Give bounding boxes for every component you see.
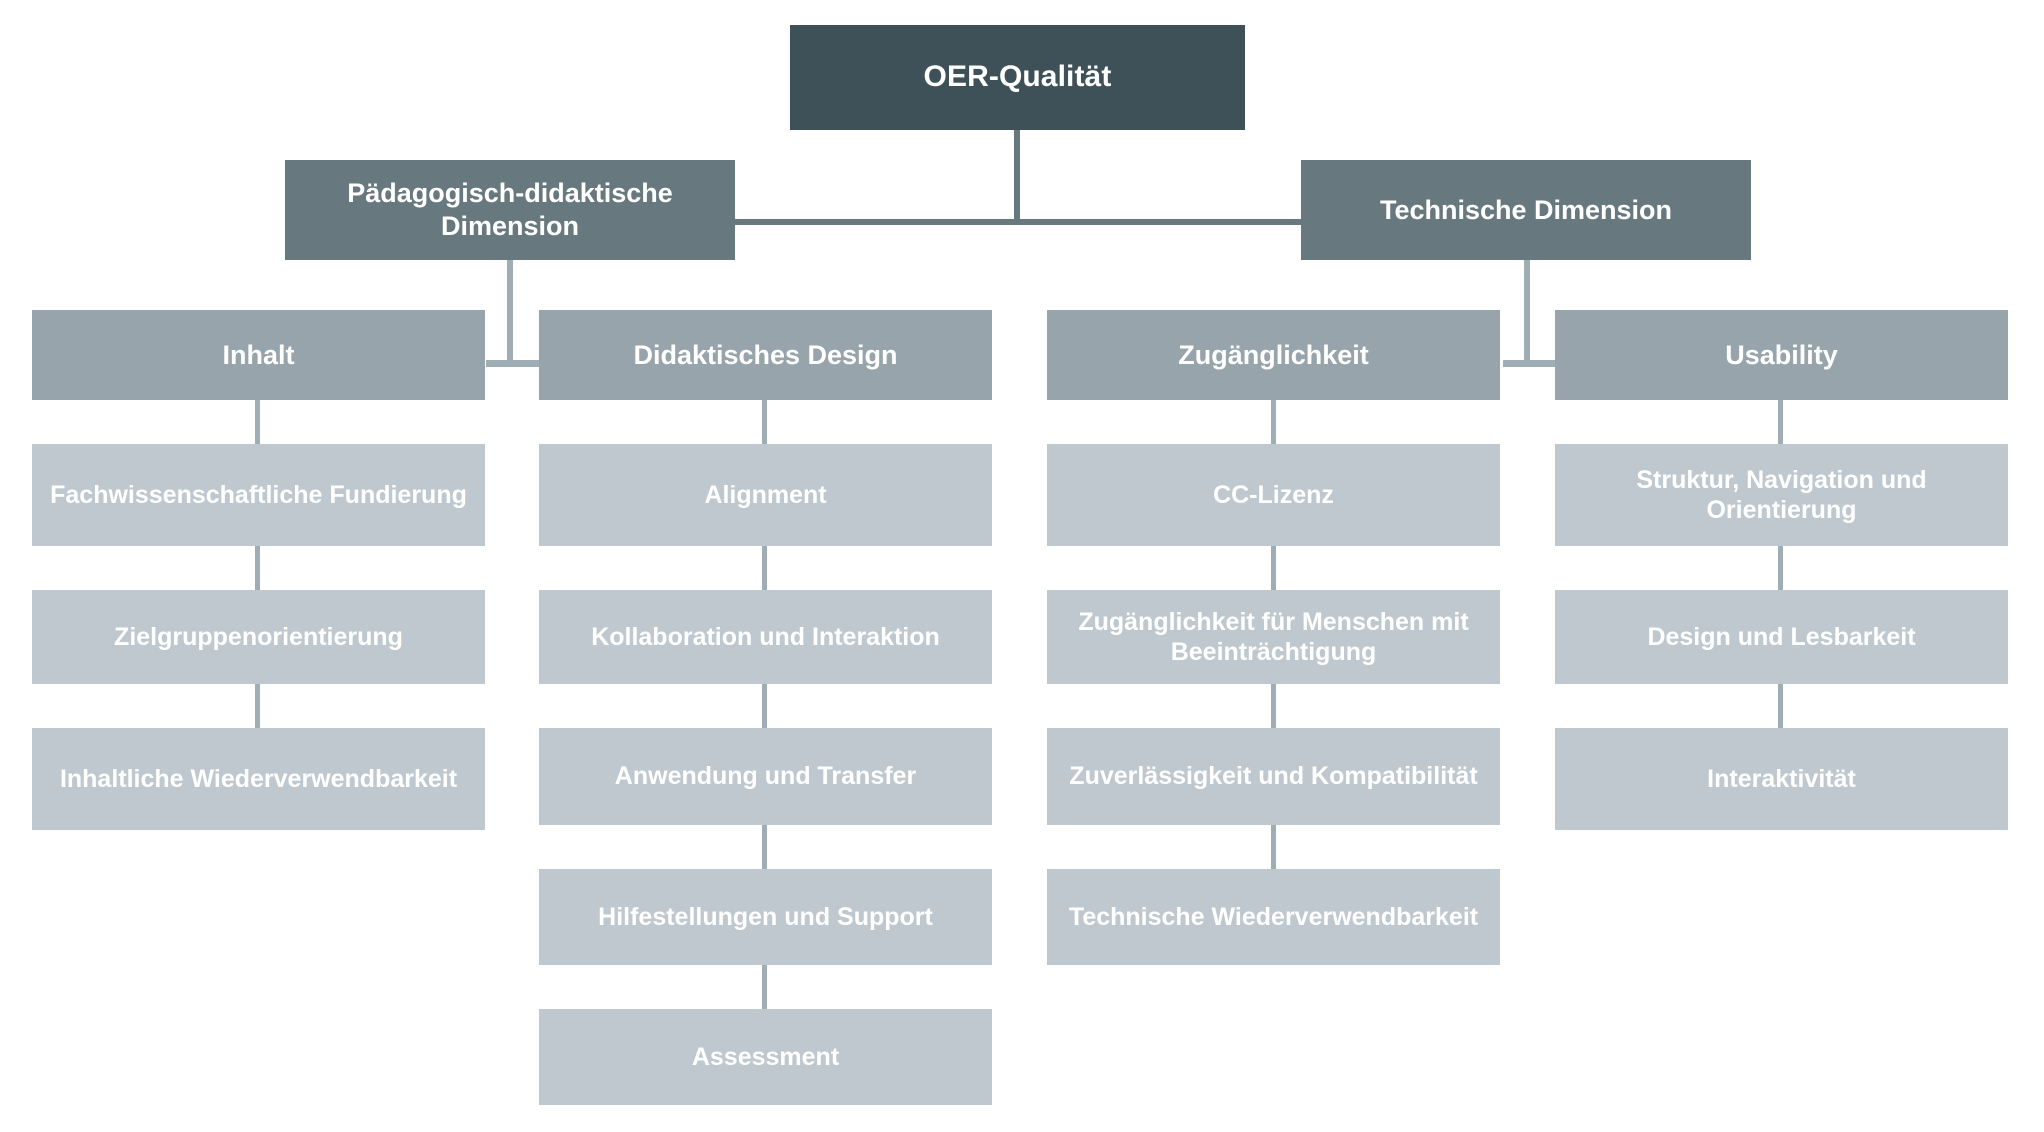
connector-didaktik-2 xyxy=(762,546,767,590)
connector-didaktik-3 xyxy=(762,684,767,728)
node-inhaltliche-wiederverwendbarkeit[interactable]: Inhaltliche Wiederverwendbarkeit xyxy=(32,728,485,830)
node-usability[interactable]: Usability xyxy=(1555,310,2008,400)
node-hilfestellungen-und-support[interactable]: Hilfestellungen und Support xyxy=(539,869,992,965)
node-oer-qualitaet[interactable]: OER-Qualität xyxy=(790,25,1245,130)
node-interaktivitaet[interactable]: Interaktivität xyxy=(1555,728,2008,830)
connector-technical-stem xyxy=(1524,212,1530,367)
connector-usability-3 xyxy=(1778,684,1783,728)
node-inhalt[interactable]: Inhalt xyxy=(32,310,485,400)
connector-usability-1 xyxy=(1778,400,1783,444)
connector-zugang-4 xyxy=(1271,825,1276,869)
connector-zugang-2 xyxy=(1271,546,1276,590)
node-paedagogisch-didaktische-dimension[interactable]: Pädagogisch-didaktische Dimension xyxy=(285,160,735,260)
node-struktur-navigation-und-orientierung[interactable]: Struktur, Navigation und Orientierung xyxy=(1555,444,2008,546)
node-technische-dimension[interactable]: Technische Dimension xyxy=(1301,160,1751,260)
connector-pedagogy-stem xyxy=(507,212,513,367)
node-assessment[interactable]: Assessment xyxy=(539,1009,992,1105)
connector-zugang-1 xyxy=(1271,400,1276,444)
node-didaktisches-design[interactable]: Didaktisches Design xyxy=(539,310,992,400)
connector-inhalt-1 xyxy=(255,400,260,444)
node-cc-lizenz[interactable]: CC-Lizenz xyxy=(1047,444,1500,546)
connector-inhalt-3 xyxy=(255,684,260,728)
node-zuverlaessigkeit-und-kompatibilitaet[interactable]: Zuverlässigkeit und Kompatibilität xyxy=(1047,728,1500,825)
connector-didaktik-5 xyxy=(762,965,767,1009)
node-technische-wiederverwendbarkeit[interactable]: Technische Wiederverwendbarkeit xyxy=(1047,869,1500,965)
node-design-und-lesbarkeit[interactable]: Design und Lesbarkeit xyxy=(1555,590,2008,684)
node-kollaboration-und-interaktion[interactable]: Kollaboration und Interaktion xyxy=(539,590,992,684)
connector-pedagogy-bus xyxy=(486,360,548,367)
connector-didaktik-4 xyxy=(762,825,767,869)
connector-usability-2 xyxy=(1778,546,1783,590)
node-zielgruppenorientierung[interactable]: Zielgruppenorientierung xyxy=(32,590,485,684)
connector-technical-bus xyxy=(1503,360,1565,367)
node-anwendung-und-transfer[interactable]: Anwendung und Transfer xyxy=(539,728,992,825)
node-alignment[interactable]: Alignment xyxy=(539,444,992,546)
connector-didaktik-1 xyxy=(762,400,767,444)
node-zugaenglichkeit[interactable]: Zugänglichkeit xyxy=(1047,310,1500,400)
connector-root-stem xyxy=(1014,130,1020,222)
connector-zugang-3 xyxy=(1271,684,1276,728)
connector-dimension-bus xyxy=(735,219,1301,225)
node-fachwissenschaftliche-fundierung[interactable]: Fachwissenschaftliche Fundierung xyxy=(32,444,485,546)
node-zugaenglichkeit-fuer-menschen-mit-beeintraechtigung[interactable]: Zugänglichkeit für Menschen mit Beeinträ… xyxy=(1047,590,1500,684)
connector-inhalt-2 xyxy=(255,546,260,590)
